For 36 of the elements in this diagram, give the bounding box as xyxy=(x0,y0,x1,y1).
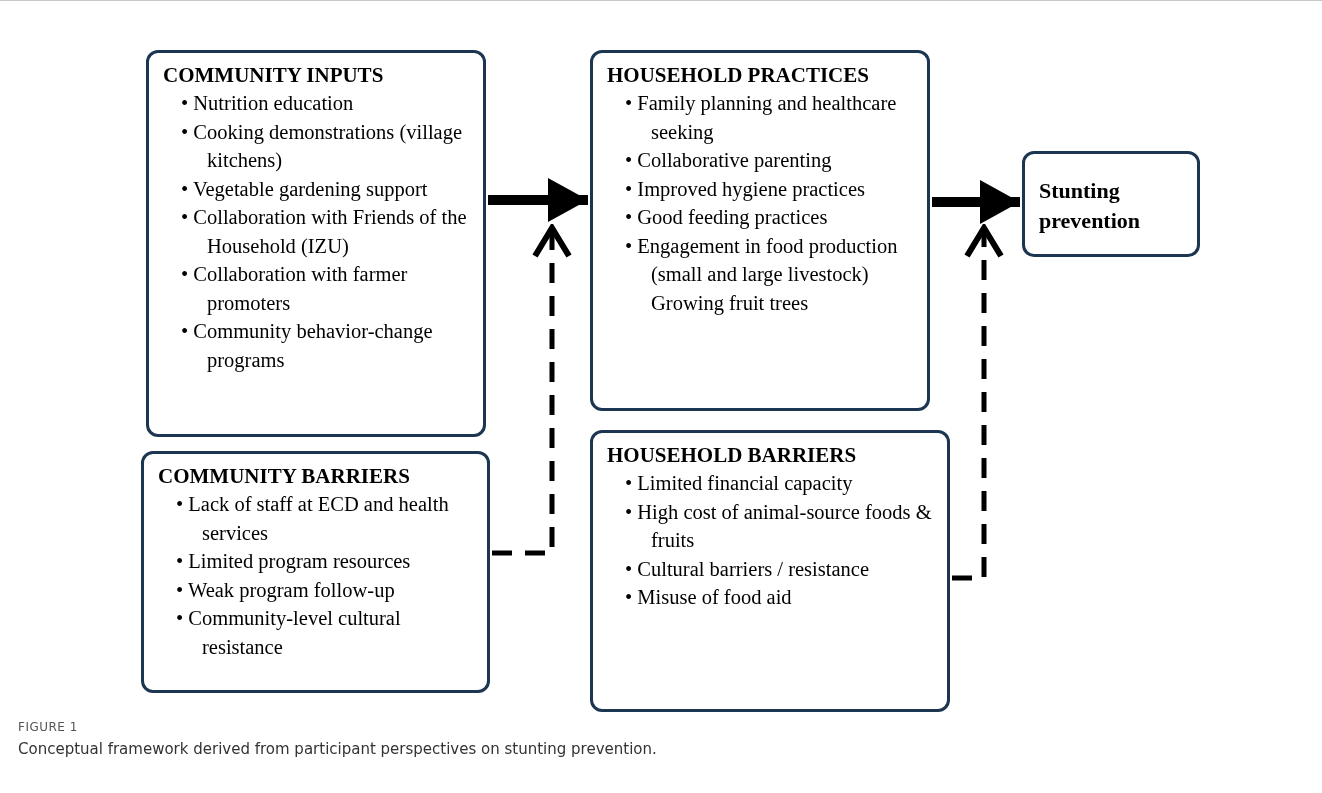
box-heading: COMMUNITY BARRIERS xyxy=(158,463,411,490)
arrow xyxy=(488,178,588,222)
list-item: • Limited financial capacity xyxy=(624,471,854,497)
list-item: • High cost of animal-source foods & fruits xyxy=(624,499,933,553)
dashed-arrow xyxy=(952,225,1004,581)
box-text: Stunting prevention xyxy=(1039,177,1142,235)
list-item: • Misuse of food aid xyxy=(624,585,793,610)
list-item: • Nutrition education xyxy=(180,91,355,116)
list-item: • Improved hygiene practices xyxy=(624,176,866,203)
list-item: • Collaboration with farmer promoters xyxy=(180,262,409,317)
list-item: • Collaborative parenting xyxy=(624,148,833,174)
box-heading: COMMUNITY INPUTS xyxy=(163,62,385,89)
text-box xyxy=(590,50,930,411)
list-item: • Collaboration with Friends of the Household (IZU) xyxy=(180,205,468,259)
text-box xyxy=(141,451,490,693)
text-box xyxy=(1022,151,1200,257)
list-item: Growing fruit trees xyxy=(650,290,810,317)
list-item: • Family planning and healthcare seeking xyxy=(624,91,898,146)
list-item: • Cultural barriers / resistance xyxy=(624,556,870,582)
list-item: • Engagement in food production (small and large livestock) xyxy=(624,233,899,288)
box-heading: HOUSEHOLD PRACTICES xyxy=(607,62,870,89)
text-box xyxy=(146,50,486,437)
dashed-arrow xyxy=(492,225,572,556)
text-box xyxy=(590,430,950,712)
list-item: • Community behavior-change programs xyxy=(180,319,434,374)
list-item: • Vegetable gardening support xyxy=(180,176,429,203)
box-heading: HOUSEHOLD BARRIERS xyxy=(607,442,858,469)
list-item: • Lack of staff at ECD and health services xyxy=(175,492,450,546)
list-item: • Weak program follow-up xyxy=(175,577,396,604)
list-item: • Good feeding practices xyxy=(624,205,829,231)
figure-label: FIGURE 1 xyxy=(18,720,78,734)
list-item: • Community-level cultural resistance xyxy=(175,606,402,660)
list-item: • Cooking demonstrations (village kitchens) xyxy=(180,119,464,174)
figure-caption: Conceptual framework derived from participant perspectives on stunting prevention. xyxy=(18,740,657,758)
list-item: • Limited program resources xyxy=(175,549,412,575)
arrow xyxy=(932,180,1020,224)
